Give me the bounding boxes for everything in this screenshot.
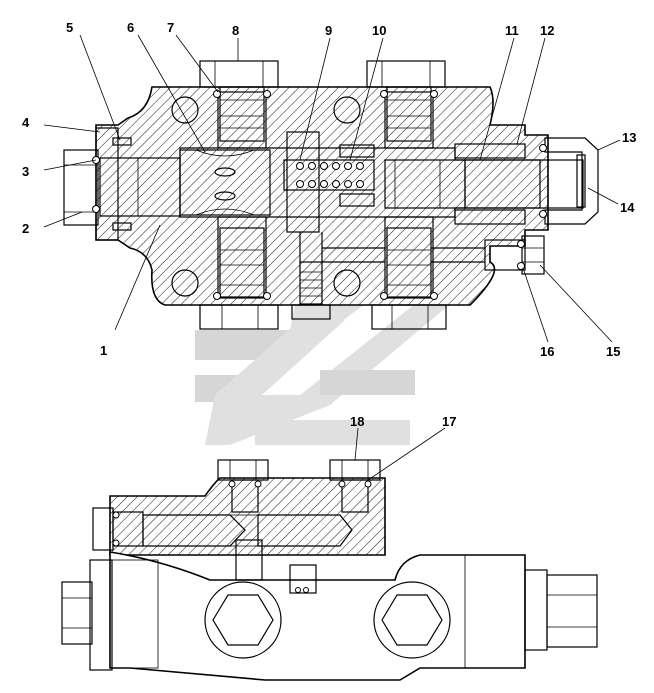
bottom-view — [61, 459, 598, 681]
callout-6: 6 — [127, 20, 134, 35]
spool — [179, 149, 271, 216]
callout-10: 10 — [372, 23, 386, 38]
callout-4: 4 — [22, 115, 30, 130]
callout-8: 8 — [232, 23, 239, 38]
hex-bolt-left — [204, 581, 282, 659]
right-end-cap — [539, 137, 599, 225]
callout-2: 2 — [22, 221, 29, 236]
callout-9: 9 — [325, 23, 332, 38]
right-fitting — [524, 569, 598, 651]
plug-bottom-left — [199, 227, 279, 330]
small-screw — [291, 261, 331, 320]
callout-13: 13 — [622, 130, 636, 145]
plug-bottom-right — [371, 227, 447, 330]
callout-11: 11 — [505, 23, 519, 38]
callout-1: 1 — [100, 343, 107, 358]
callout-15: 15 — [606, 344, 620, 359]
callout-16: 16 — [540, 344, 554, 359]
callout-labels: 1 2 3 4 5 6 7 8 9 10 11 12 13 14 15 16 1… — [22, 20, 636, 429]
spring — [296, 162, 364, 188]
top-view-section — [63, 60, 599, 330]
callout-18: 18 — [350, 414, 364, 429]
bottom-body-outline — [109, 551, 526, 681]
callout-17: 17 — [442, 414, 456, 429]
check-valve-spring — [283, 131, 375, 233]
side-plug — [484, 235, 545, 275]
leader-lines — [43, 34, 621, 481]
callout-14: 14 — [620, 200, 635, 215]
bottom-body-section — [109, 477, 386, 556]
hex-bolt-right — [373, 581, 451, 659]
bottom-plug-left — [217, 459, 269, 513]
callout-12: 12 — [540, 23, 554, 38]
callout-3: 3 — [22, 164, 29, 179]
callout-7: 7 — [167, 20, 174, 35]
callout-5: 5 — [66, 20, 73, 35]
plug-top-right — [366, 60, 446, 142]
right-plunger — [384, 143, 584, 225]
plug-top-left — [199, 60, 279, 142]
